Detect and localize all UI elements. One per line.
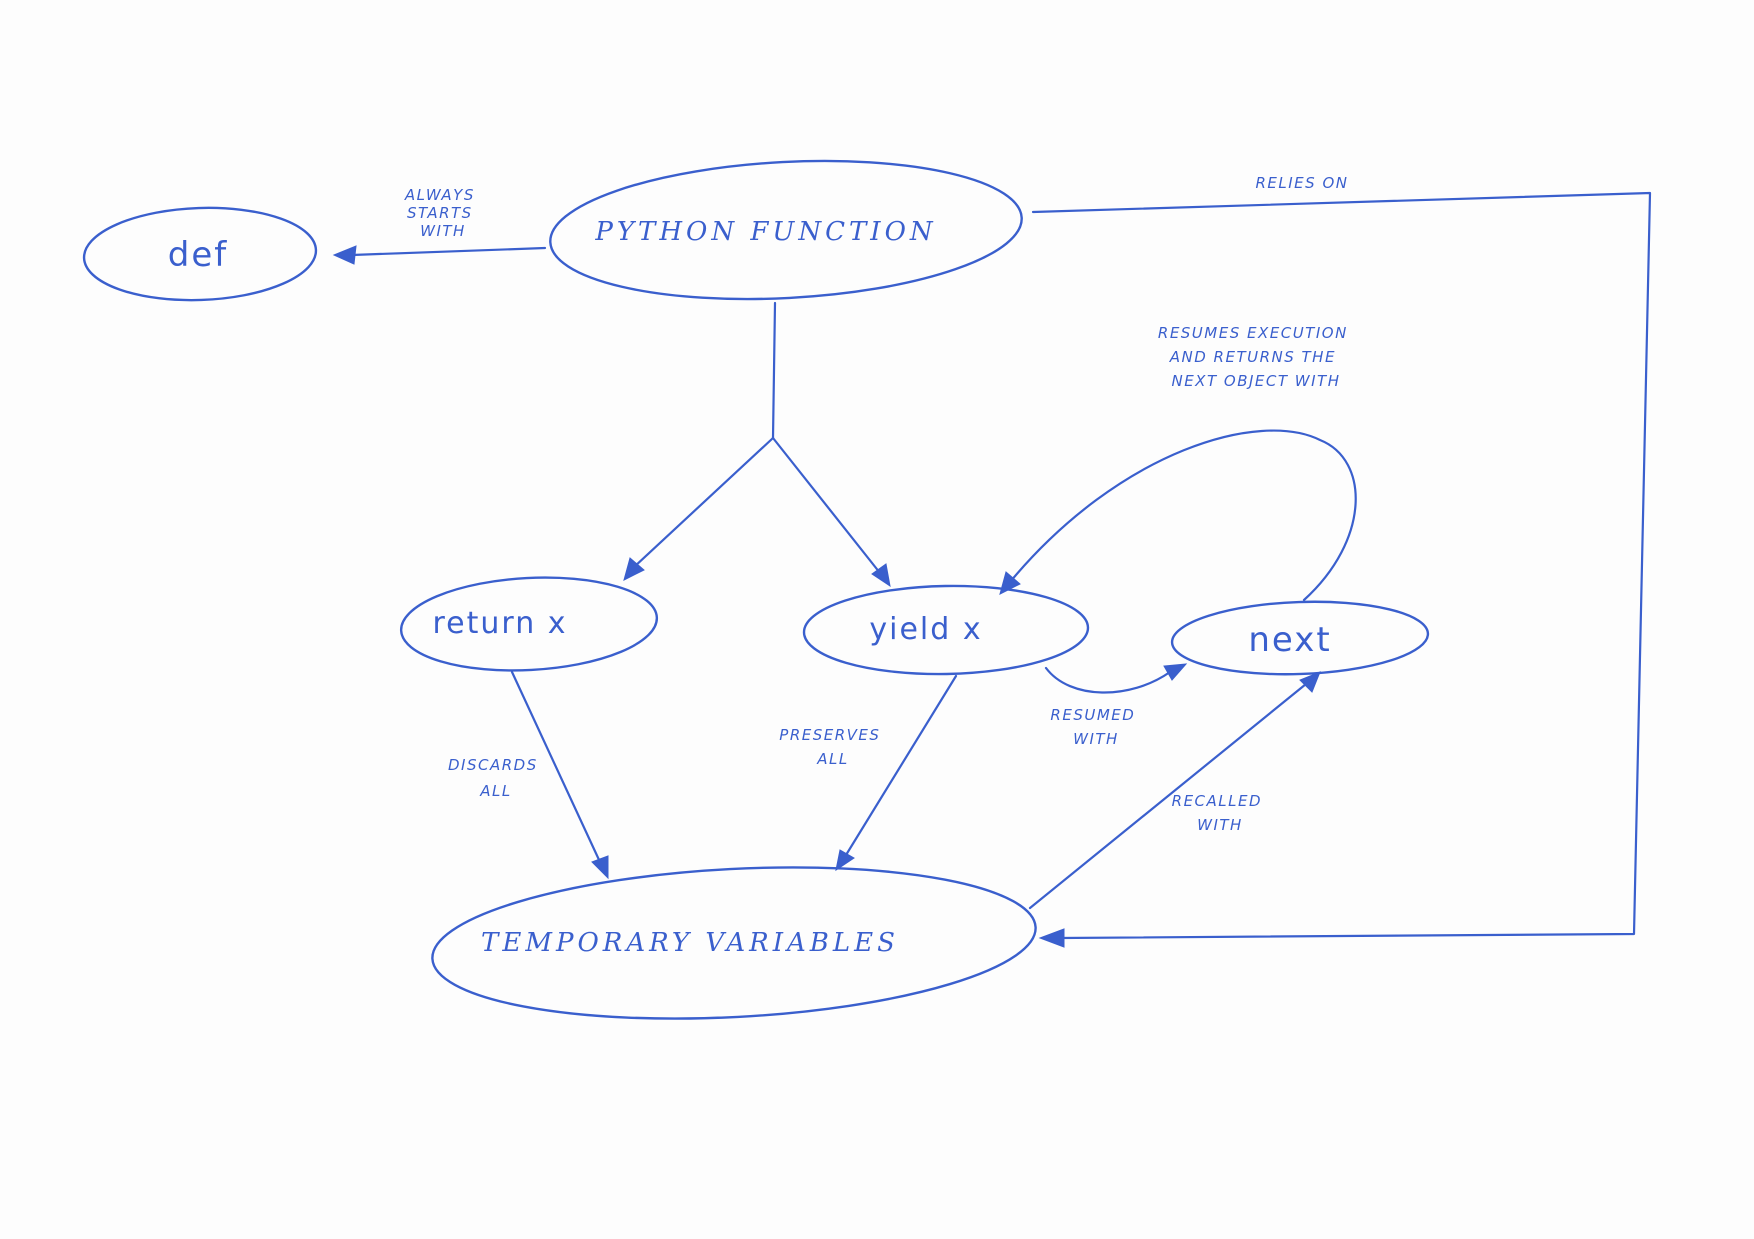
edge-preserves-all-label: PRESERVES ALL: [779, 726, 886, 768]
node-yield-x: yield x: [802, 584, 1090, 676]
node-python-function: PYTHON FUNCTION: [549, 159, 1023, 301]
edge-recalled-with-label: RECALLED WITH: [1172, 792, 1269, 834]
edge-resumed-with-label: RESUMED WITH: [1050, 706, 1141, 748]
edge-relies-on-label: RELIES ON: [1256, 174, 1349, 192]
node-temporary-variables-label: TEMPORARY VARIABLES: [481, 928, 899, 958]
edge-relies-on: RELIES ON: [1031, 174, 1652, 948]
edge-discards-all-label: DISCARDS ALL: [448, 756, 544, 800]
node-return-x-label: return x: [432, 606, 567, 641]
edge-recalled-with: RECALLED WITH: [1028, 671, 1321, 910]
edge-resumed-with: RESUMED WITH: [1044, 663, 1188, 748]
edge-preserves-all: PRESERVES ALL: [779, 674, 958, 872]
edge-always-starts-with-label: ALWAYS STARTS WITH: [404, 186, 481, 240]
edge-resumes-execution-label: RESUMES EXECUTION AND RETURNS THE NEXT O…: [1158, 324, 1354, 390]
edge-discards-all: DISCARDS ALL: [448, 670, 609, 880]
edge-function-branches: [623, 301, 891, 588]
node-next-label: next: [1248, 620, 1331, 660]
node-def-label: def: [168, 235, 228, 275]
edge-always-starts-with: ALWAYS STARTS WITH: [332, 186, 547, 265]
node-def: def: [82, 206, 318, 302]
edge-resumes-execution: RESUMES EXECUTION AND RETURNS THE NEXT O…: [999, 324, 1357, 602]
node-python-function-label: PYTHON FUNCTION: [594, 217, 936, 247]
node-return-x: return x: [399, 576, 659, 672]
node-temporary-variables: TEMPORARY VARIABLES: [431, 866, 1037, 1020]
node-yield-x-label: yield x: [869, 612, 982, 647]
node-next: next: [1170, 600, 1430, 676]
